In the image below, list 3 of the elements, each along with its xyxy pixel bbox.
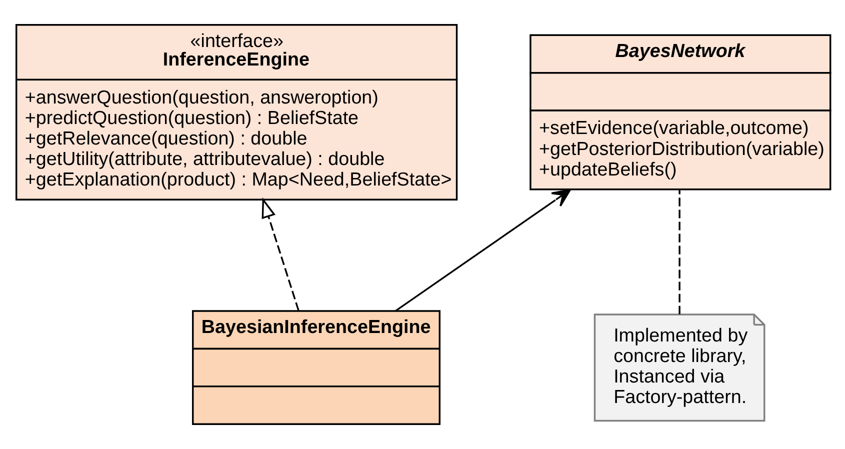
arrow — [395, 189, 571, 312]
arrow — [262, 197, 300, 311]
connector — [678, 189, 680, 314]
